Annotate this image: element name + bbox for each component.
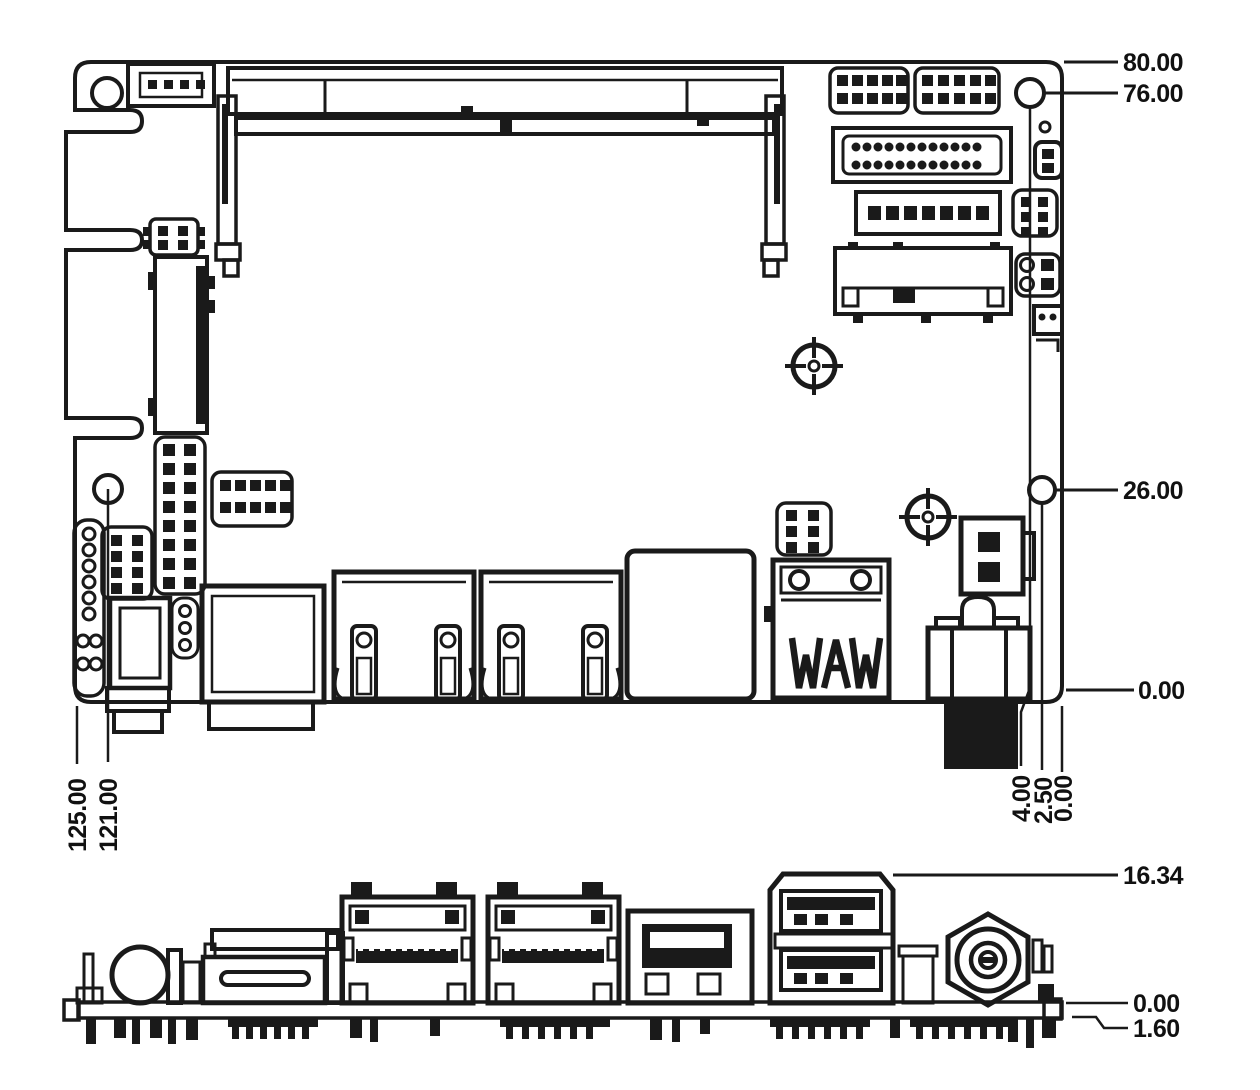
power-connector-2pin [958, 515, 1036, 597]
dim-0-bottom-label: 0.00 [1050, 775, 1078, 822]
dim-76-label: 76.00 [1123, 80, 1183, 108]
component-2dot [1032, 304, 1064, 336]
position-symbol-2 [899, 488, 957, 546]
pcb-left-cap [62, 998, 81, 1022]
dim-1-60-label: 1.60 [1133, 1015, 1180, 1043]
side-usb-stack [767, 871, 896, 1006]
bracket [1036, 338, 1060, 352]
pin-header-5x2 [210, 470, 294, 528]
connector-4pin-top-left [126, 62, 216, 108]
position-symbol-1 [785, 337, 843, 395]
pin-header-2x3 [775, 501, 833, 557]
pad-block-2x2 [1014, 252, 1062, 298]
pin-header-2x5-b [913, 66, 1001, 115]
lan-port-3 [624, 548, 757, 702]
dim-0-side-label: 0.00 [1133, 990, 1180, 1018]
m2-slot [833, 242, 1013, 323]
dim-80-label: 80.00 [1123, 49, 1183, 77]
side-lan-3 [625, 908, 755, 1006]
lan-port-2 [478, 569, 624, 702]
side-view-dimensions: 16.34 0.00 1.60 [893, 862, 1184, 1043]
board-outline [64, 60, 1064, 704]
lan-port-1 [331, 569, 477, 702]
small-hole [1038, 120, 1052, 134]
side-lan-2 [485, 882, 622, 1006]
dim-16-34-label: 16.34 [1123, 862, 1184, 890]
side-hdmi [200, 928, 340, 1006]
connector-1x2 [1033, 140, 1064, 180]
box-header-1x7 [854, 190, 1002, 236]
leader-1-60 [1072, 1015, 1128, 1030]
pin-header-2x5-a [828, 66, 910, 115]
dc-jack-barrel [944, 701, 1018, 769]
dim-26-label: 26.00 [1123, 477, 1183, 505]
hdmi-connector [199, 583, 327, 731]
usb-stack-connector [764, 557, 892, 701]
round-pad-strip [72, 518, 106, 698]
ext-line-4 [1019, 107, 1032, 766]
side-bracket [901, 954, 935, 1005]
side-lan-1 [339, 882, 476, 1006]
side-view [62, 871, 1064, 1048]
dim-4-label: 4.00 [1008, 775, 1036, 822]
top-view [64, 60, 1064, 769]
dim-125-label: 125.00 [64, 779, 92, 852]
dim-2-50-label: 2.50 [1030, 777, 1058, 824]
top-view-dimensions: 80.00 76.00 26.00 0.00 125.00 121.00 4.0… [64, 49, 1185, 852]
below-pcb-pins [86, 1018, 1056, 1048]
fpc-connector [148, 255, 215, 435]
pin-header-2x8 [153, 435, 207, 596]
side-hex-connector [945, 911, 1054, 1008]
mounting-hole-top-left [90, 76, 124, 110]
side-audio-jack [75, 944, 202, 1006]
sodimm-socket [214, 66, 788, 278]
dim-121-label: 121.00 [95, 779, 123, 852]
right-edge-components [1011, 120, 1064, 352]
pin-header-2x3-right [1011, 188, 1059, 238]
box-header-2x13 [831, 126, 1013, 184]
dim-0-right-label: 0.00 [1138, 677, 1185, 705]
